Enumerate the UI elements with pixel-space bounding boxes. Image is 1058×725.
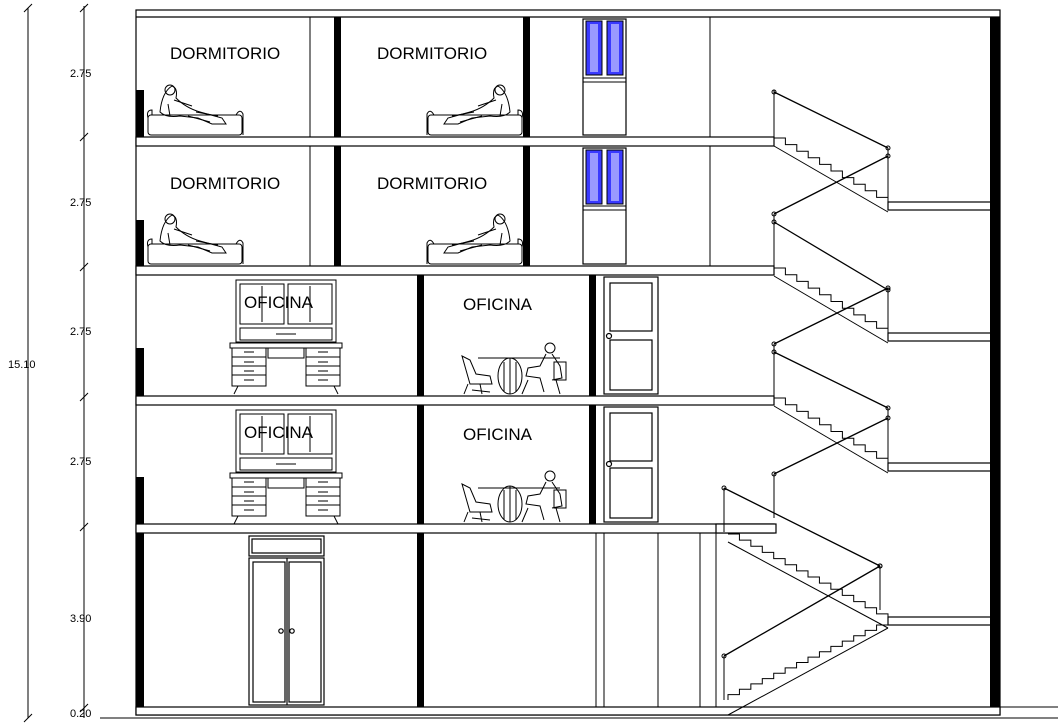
- stair-handrail-3-post-cap: [771, 219, 777, 225]
- window-floor4: [582, 18, 627, 136]
- dimension-base: 0.20: [70, 708, 91, 720]
- bed-with-figure-icon: [426, 84, 523, 136]
- meeting-table-with-person-icon: [461, 342, 567, 395]
- dimension-total-label: 15.10: [8, 359, 36, 371]
- room-label-floor2-right: OFICINA: [463, 295, 533, 314]
- section-walls: [136, 17, 1000, 707]
- stair-handrail-1: [773, 91, 889, 149]
- stair-flight-4: [728, 533, 889, 620]
- stair-handrail-5: [773, 351, 889, 409]
- stair-handrail-8-post-cap: [721, 653, 727, 659]
- stair-handrail-1-post-cap: [771, 89, 777, 95]
- stair-flight-3-underside: [773, 405, 889, 474]
- room-label-floor1-left: OFICINA: [244, 423, 314, 442]
- stair-flight-4-underside: [727, 541, 889, 629]
- stair-handrail-4-post-cap: [885, 285, 891, 291]
- window-floor3: [582, 147, 627, 265]
- office-desk-cabinet-icon: [229, 279, 343, 395]
- dimension-level-1: 2.75: [70, 456, 91, 468]
- dimension-level-2: 2.75: [70, 326, 91, 338]
- room-label-floor2-left: OFICINA: [244, 293, 314, 312]
- landing-slabs: [715, 201, 993, 626]
- stair-handrail-5-post-cap: [771, 349, 777, 355]
- stair-flight-2-underside: [773, 275, 889, 344]
- door-floor2: [603, 276, 659, 395]
- stair-flight-3: [774, 397, 889, 465]
- stair-handrail-6-post-cap: [771, 471, 777, 477]
- staircase: [721, 0, 1058, 716]
- stair-handrail-2-post-cap: [885, 153, 891, 159]
- stair-handrail-2-post-cap: [771, 211, 777, 217]
- bed-with-figure-icon: [147, 84, 244, 136]
- dimension-level-3: 2.75: [70, 197, 91, 209]
- room-label-floor1-right: OFICINA: [463, 425, 533, 444]
- thin-partitions: [309, 17, 717, 707]
- vertical-dimension-levels: [79, 3, 89, 718]
- room-label-floor4-left: DORMITORIO: [170, 44, 280, 63]
- door-floor1: [603, 406, 659, 523]
- stair-handrail-2: [773, 155, 889, 215]
- stair-handrail-4-post-cap: [771, 341, 777, 347]
- dimension-ground-floor: 3.90: [70, 613, 91, 625]
- bed-with-figure-icon: [147, 213, 244, 265]
- stair-handrail-5-post-cap: [885, 405, 891, 411]
- stair-handrail-8-post-cap: [877, 563, 883, 569]
- meeting-table-with-person-icon: [461, 470, 567, 523]
- stair-handrail-6: [773, 417, 889, 475]
- room-label-floor4-right: DORMITORIO: [377, 44, 487, 63]
- stair-handrail-4: [773, 287, 889, 345]
- office-desk-cabinet-icon: [229, 409, 343, 525]
- vertical-dimension-total: [23, 3, 33, 723]
- stair-handrail-7-post-cap: [721, 485, 727, 491]
- dimension-level-4: 2.75: [70, 68, 91, 80]
- room-label-floor3-left: DORMITORIO: [170, 174, 280, 193]
- stair-handrail-3: [773, 221, 889, 291]
- bed-with-figure-icon: [426, 213, 523, 265]
- stair-flight-1: [774, 137, 889, 204]
- floor-slabs: [135, 136, 1001, 716]
- stair-flight-dummy-underside: [727, 627, 889, 716]
- stair-handrail-6-post-cap: [885, 415, 891, 421]
- ground-floor-double-door: [248, 535, 325, 706]
- room-label-floor3-right: DORMITORIO: [377, 174, 487, 193]
- stair-handrail-7: [723, 487, 881, 567]
- stair-flight-5: [727, 624, 888, 700]
- stair-flight-2: [774, 267, 889, 335]
- stair-flight-1-underside: [773, 145, 889, 213]
- stair-handrail-8: [723, 565, 881, 657]
- stair-handrail-1-post-cap: [885, 145, 891, 151]
